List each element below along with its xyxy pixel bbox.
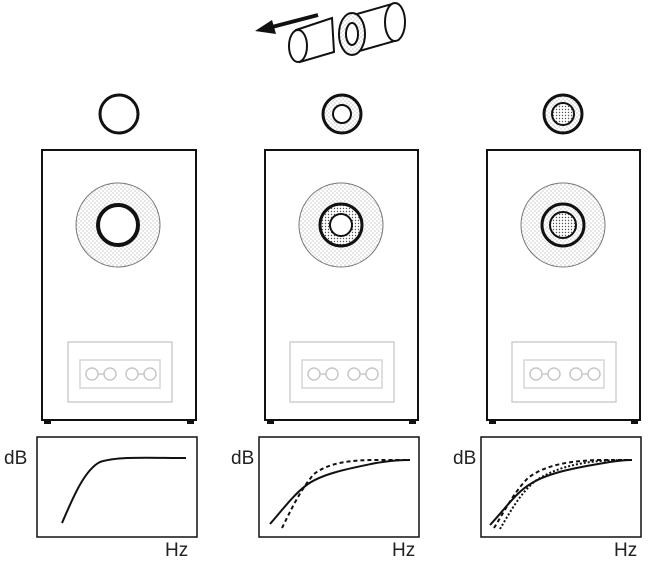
graph-ylabel: dB <box>231 448 254 469</box>
speaker-open-port <box>41 149 197 424</box>
response-graph-ring-plug: dB Hz <box>231 436 420 561</box>
speaker-ring-plug <box>264 149 419 424</box>
response-graph-solid-plug: dB Hz <box>453 436 642 561</box>
graph-xlabel: Hz <box>392 540 415 561</box>
graph-xlabel: Hz <box>614 540 637 561</box>
port-ring-plug-icon <box>321 93 363 135</box>
graph-ylabel: dB <box>4 448 27 469</box>
response-curve-dashed <box>281 459 410 529</box>
insert-arrow-icon <box>255 13 319 34</box>
response-curve-dashed <box>493 459 632 529</box>
terminal-panel <box>511 341 617 403</box>
port-solid-plug-icon <box>542 93 584 135</box>
response-graph-open: dB Hz <box>4 436 198 561</box>
response-curve-dotted <box>499 459 633 530</box>
port-open-icon <box>98 93 140 135</box>
terminal-panel <box>67 341 173 403</box>
terminal-panel <box>289 341 395 403</box>
port-plug-icon <box>288 2 406 64</box>
graph-xlabel: Hz <box>165 540 188 561</box>
response-curve-solid <box>61 456 187 524</box>
speaker-solid-plug <box>486 149 641 424</box>
graph-ylabel: dB <box>453 448 476 469</box>
